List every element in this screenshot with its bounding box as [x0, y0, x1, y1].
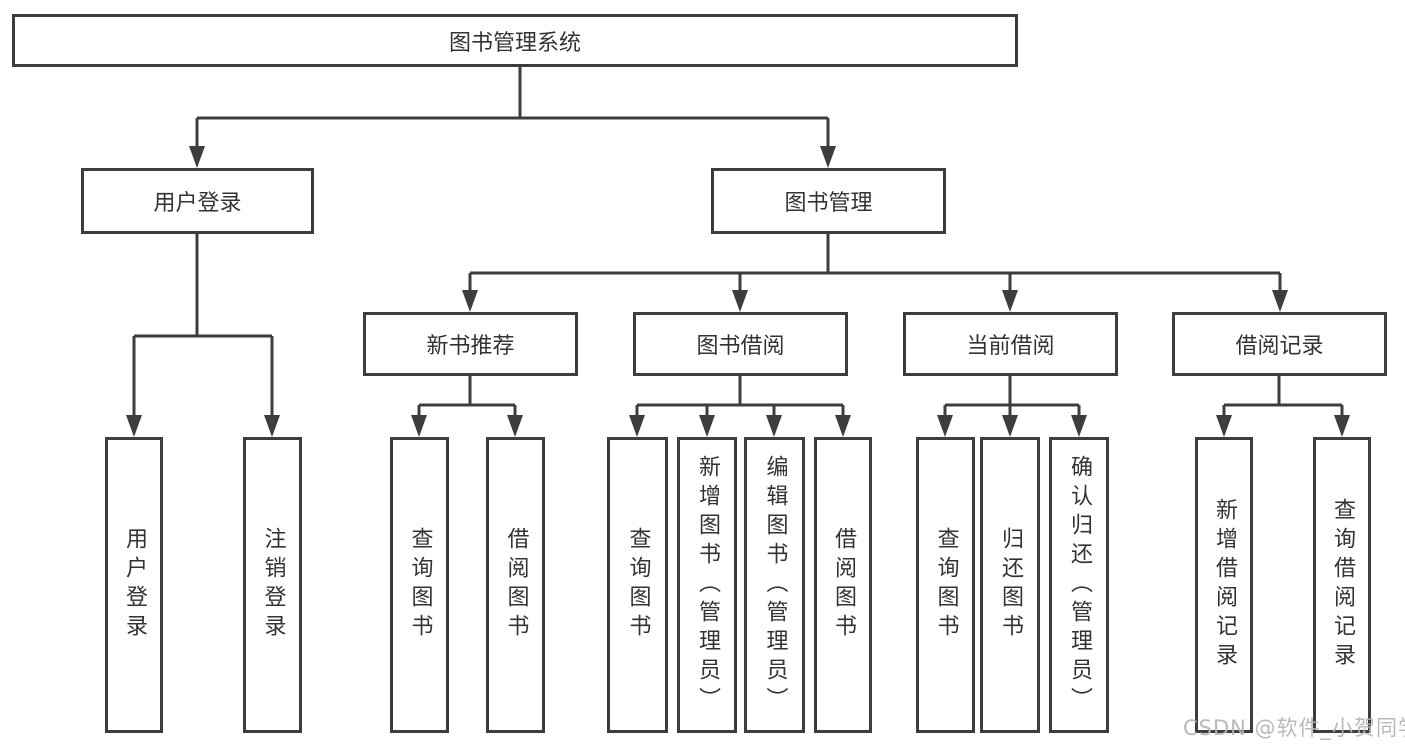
node-confirm-return-admin: 确认归还（管理员） [1049, 437, 1109, 733]
arrowhead-icon [699, 415, 715, 437]
node-query-books-2: 查询图书 [607, 437, 668, 733]
arrowhead-icon [1216, 415, 1232, 437]
node-query-borrow-record: 查询借阅记录 [1313, 437, 1371, 733]
node-root: 图书管理系统 [12, 14, 1018, 67]
node-add-borrow-record: 新增借阅记录 [1195, 437, 1253, 733]
arrowhead-icon [732, 290, 748, 312]
arrowhead-icon [126, 415, 142, 437]
arrowhead-icon [264, 415, 280, 437]
arrowhead-icon [1334, 415, 1350, 437]
node-borrow-books-1: 借阅图书 [486, 437, 545, 733]
node-return-books: 归还图书 [980, 437, 1040, 733]
arrowhead-icon [835, 415, 851, 437]
node-user-login: 用户登录 [81, 168, 314, 234]
node-add-books-admin: 新增图书（管理员） [677, 437, 737, 733]
arrowhead-icon [937, 415, 953, 437]
arrowhead-icon [1272, 290, 1288, 312]
node-book-management: 图书管理 [711, 168, 946, 234]
arrowhead-icon [1002, 290, 1018, 312]
arrowhead-icon [411, 415, 427, 437]
node-user-login-action: 用户登录 [105, 437, 163, 733]
arrowhead-icon [462, 290, 478, 312]
arrowhead-icon [1071, 415, 1087, 437]
node-edit-books-admin: 编辑图书（管理员） [744, 437, 805, 733]
node-query-books-1: 查询图书 [390, 437, 449, 733]
node-current-borrowing: 当前借阅 [903, 312, 1118, 376]
node-book-borrowing: 图书借阅 [633, 312, 848, 376]
arrowhead-icon [820, 146, 836, 168]
arrowhead-icon [507, 415, 523, 437]
node-borrow-books-2: 借阅图书 [814, 437, 872, 733]
arrowhead-icon [189, 146, 205, 168]
node-query-books-3: 查询图书 [916, 437, 975, 733]
watermark: CSDN @软件_小贺同学 [1183, 716, 1405, 740]
arrowhead-icon [766, 415, 782, 437]
arrowhead-icon [1002, 415, 1018, 437]
node-logout-action: 注销登录 [243, 437, 302, 733]
arrowhead-icon [629, 415, 645, 437]
node-borrowing-records: 借阅记录 [1172, 312, 1387, 376]
node-new-book-recommendation: 新书推荐 [363, 312, 578, 376]
